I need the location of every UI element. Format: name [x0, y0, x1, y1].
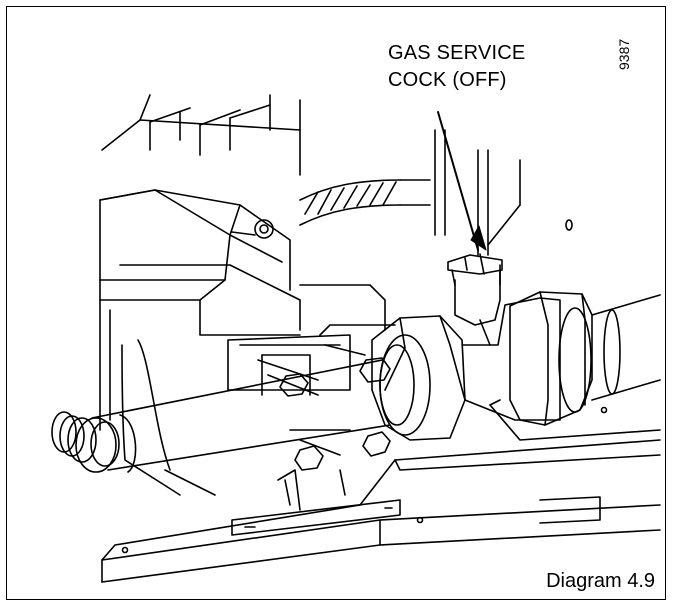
braided-cable	[299, 179, 431, 226]
mounting-bracket	[227, 324, 396, 396]
hex-bolts	[279, 357, 391, 471]
left-housing	[121, 339, 216, 496]
callout-line-1: GAS SERVICE	[388, 42, 526, 64]
reference-number: 9387	[616, 38, 632, 70]
valve-body	[99, 189, 386, 431]
union-nut	[371, 315, 466, 441]
vertical-plates	[434, 129, 573, 256]
base-rail	[101, 399, 661, 583]
diagram-frame	[6, 6, 666, 600]
callout-arrow	[437, 111, 487, 251]
rear-bracket	[101, 94, 301, 176]
diagram-caption: Diagram 4.9	[546, 570, 655, 592]
gas-service-cock	[447, 253, 561, 421]
right-union	[509, 291, 661, 426]
gas-service-cock-label: GAS SERVICE COCK (OFF)	[388, 40, 525, 94]
gas-pipe	[51, 359, 391, 473]
callout-line-2: COCK (OFF)	[388, 69, 507, 91]
